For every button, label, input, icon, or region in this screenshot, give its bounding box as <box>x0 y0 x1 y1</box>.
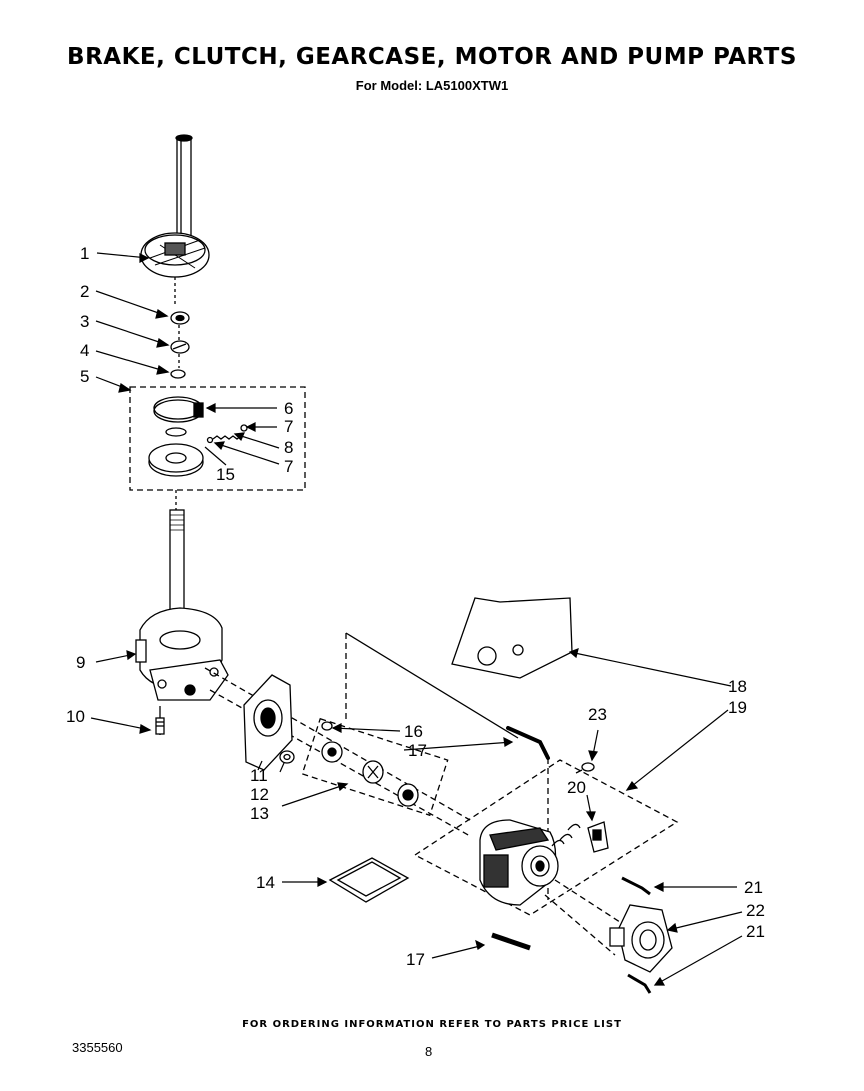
callout-16: 16 <box>404 722 423 741</box>
callout-9: 9 <box>76 653 85 672</box>
callout-17-top: 17 <box>408 741 427 760</box>
callout-6: 6 <box>284 399 293 418</box>
part-screw-16 <box>321 721 333 731</box>
page-title: BRAKE, CLUTCH, GEARCASE, MOTOR AND PUMP … <box>67 44 797 70</box>
callout-5: 5 <box>80 367 89 386</box>
callout-22: 22 <box>746 901 765 920</box>
part-shield-18 <box>451 597 573 679</box>
callout-12: 12 <box>250 785 269 804</box>
model-subtitle: For Model: LA5100XTW1 <box>355 78 509 93</box>
callout-17-bottom: 17 <box>406 950 425 969</box>
part-screw-23 <box>575 762 595 774</box>
coupling-box-13 <box>301 717 449 817</box>
callout-21-top: 21 <box>744 878 763 897</box>
part-brake-band-6 <box>153 396 204 423</box>
callout-19: 19 <box>728 698 747 717</box>
callout-13: 13 <box>250 804 269 823</box>
callout-21-bottom: 21 <box>746 922 765 941</box>
part-clip-21-bottom <box>627 973 652 994</box>
leader-lines <box>90 252 743 986</box>
callout-4: 4 <box>80 341 89 360</box>
callout-8: 8 <box>284 438 293 457</box>
callout-14: 14 <box>256 873 275 892</box>
part-ring-3 <box>170 340 190 354</box>
callout-1: 1 <box>80 244 89 263</box>
part-gasket-14 <box>328 857 410 903</box>
part-coupling-13 <box>321 741 419 807</box>
callout-10: 10 <box>66 707 85 726</box>
callout-labels: 1 2 3 4 5 6 7 8 7 15 9 10 11 12 13 14 16… <box>66 244 765 969</box>
callout-15: 15 <box>216 465 235 484</box>
page-number: 8 <box>425 1044 433 1059</box>
part-washer-2 <box>170 311 190 325</box>
part-mount-plate <box>243 674 293 771</box>
part-grommet-12 <box>279 750 295 764</box>
part-harness-17 <box>345 632 550 951</box>
part-spin-tube <box>140 134 210 305</box>
callout-18: 18 <box>728 677 747 696</box>
part-clutch-15 <box>148 427 204 477</box>
part-motor <box>479 819 581 906</box>
callout-7-bottom: 7 <box>284 457 293 476</box>
ordering-note: FOR ORDERING INFORMATION REFER TO PARTS … <box>242 1019 622 1030</box>
document-number: 3355560 <box>72 1040 123 1055</box>
part-switch-20 <box>587 821 609 853</box>
part-clip-21-top <box>621 876 651 896</box>
callout-11: 11 <box>250 766 268 785</box>
callout-2: 2 <box>80 282 89 301</box>
callout-20: 20 <box>567 778 586 797</box>
part-clip-4 <box>170 369 186 379</box>
callout-7-top: 7 <box>284 417 293 436</box>
part-gearcase-9 <box>135 509 229 701</box>
part-pump-22 <box>609 904 673 973</box>
part-spring-8 <box>206 424 248 444</box>
callout-23: 23 <box>588 705 607 724</box>
part-bolt-10 <box>155 706 165 735</box>
clutch-assembly-box <box>129 386 306 491</box>
callout-3: 3 <box>80 312 89 331</box>
